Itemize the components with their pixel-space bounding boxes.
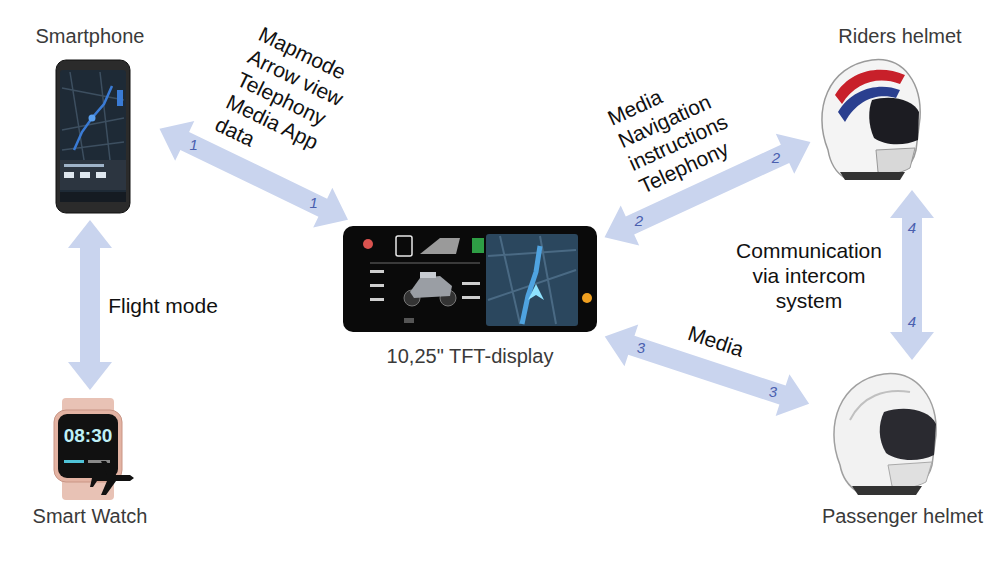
device-node: Riders helmet: [815, 22, 985, 185]
connector-arrow: [890, 190, 934, 360]
device-node: Passenger helmet: [814, 365, 991, 530]
rider-helmet-picture: [822, 60, 920, 180]
airplane-icon: [90, 461, 134, 495]
tft-display-picture: [343, 226, 597, 332]
callout-number: 3: [635, 340, 647, 356]
callout-number: 1: [188, 137, 200, 153]
connector-label: Flight mode: [108, 293, 218, 318]
device-node: Smart Watch: [25, 395, 156, 530]
device-caption: Smartphone: [36, 24, 145, 48]
passenger-helmet-picture: [834, 374, 936, 495]
callout-number: 2: [633, 213, 645, 229]
device-node: Smartphone: [25, 22, 155, 215]
callout-number: 4: [906, 220, 918, 236]
connector-label: Mapmode Arrow view Telephony Media App d…: [211, 21, 366, 182]
callout-number: 1: [308, 195, 320, 211]
callout-number: 3: [767, 384, 779, 400]
device-node: 10,25" TFT-display: [340, 222, 600, 370]
connector-label: Media: [685, 320, 747, 362]
device-caption: Passenger helmet: [822, 504, 983, 528]
connector-label: Communication via intercom system: [724, 238, 894, 313]
callout-number: 4: [906, 314, 918, 330]
watch-time: 08:30: [64, 425, 113, 447]
connector-arrow: [68, 220, 112, 390]
smartphone-picture: [56, 60, 130, 213]
device-caption: Riders helmet: [838, 24, 961, 48]
callout-number: 2: [770, 150, 782, 166]
device-caption: 10,25" TFT-display: [387, 344, 554, 368]
device-caption: Smart Watch: [33, 504, 148, 528]
connector-label: Media Navigation instructions Telephony: [604, 57, 755, 198]
